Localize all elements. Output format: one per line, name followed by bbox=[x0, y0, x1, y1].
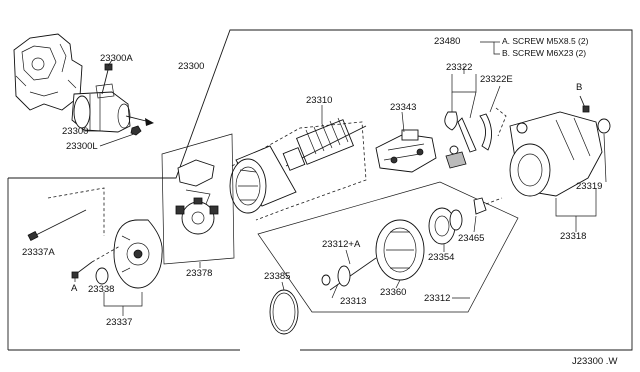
snap-ring-23465 bbox=[473, 197, 487, 215]
through-bolt-23337a bbox=[27, 209, 87, 242]
brush-holder-23378 bbox=[161, 133, 235, 265]
legend-item-a: A. SCREW M5X8.5 (2) bbox=[502, 36, 589, 46]
leader-23360 bbox=[395, 279, 401, 289]
screw-23300a bbox=[101, 63, 113, 95]
label-23312: 23312 bbox=[424, 293, 451, 304]
o-ring-23385 bbox=[269, 289, 299, 335]
lever-kit-23322 bbox=[444, 111, 492, 169]
pinion-shaft-23313 bbox=[321, 257, 377, 291]
leader-23300l bbox=[99, 133, 135, 147]
bolt-dash-outline bbox=[47, 187, 105, 236]
callout-b-right: B bbox=[576, 82, 583, 93]
label-23322e: 23322E bbox=[480, 74, 513, 85]
leader-23343 bbox=[401, 111, 405, 133]
label-23343: 23343 bbox=[390, 102, 417, 113]
diagram-id: J23300 .W bbox=[572, 356, 618, 367]
armature-23310 bbox=[282, 117, 367, 171]
clutch-23354 bbox=[428, 207, 463, 245]
pointer-arrow bbox=[125, 115, 154, 126]
screw-b-right bbox=[579, 95, 590, 113]
solenoid-23343 bbox=[375, 129, 437, 173]
label-23338: 23338 bbox=[88, 284, 115, 295]
label-23354: 23354 bbox=[428, 252, 455, 263]
engine-block-sketch bbox=[13, 33, 83, 111]
snap-ring-dash bbox=[485, 197, 503, 205]
label-23300a: 23300A bbox=[100, 53, 133, 64]
rear-cover-23337 bbox=[113, 219, 163, 289]
label-23322: 23322 bbox=[446, 62, 473, 73]
leader-23385 bbox=[281, 281, 285, 291]
label-23385: 23385 bbox=[264, 271, 291, 282]
armature-dash-outline bbox=[231, 121, 367, 221]
lever-dash bbox=[495, 107, 507, 137]
callout-a-left: A bbox=[71, 283, 78, 294]
gear-set-outline bbox=[257, 181, 519, 313]
label-23300-top: 23300 bbox=[178, 61, 205, 72]
leader-23312a bbox=[345, 249, 351, 265]
leader-23465 bbox=[473, 215, 477, 233]
leader-23300a bbox=[107, 59, 113, 67]
nut-23300l bbox=[130, 125, 142, 136]
label-23300l: 23300L bbox=[66, 141, 98, 152]
leader-legend bbox=[480, 41, 500, 55]
front-housing-23318 bbox=[509, 111, 603, 197]
yoke-field-frame bbox=[229, 145, 297, 214]
starter-assembly-small bbox=[71, 83, 131, 133]
label-23465: 23465 bbox=[458, 233, 485, 244]
gear-housing-23360 bbox=[375, 219, 425, 281]
leader-23322-b bbox=[469, 91, 477, 119]
bushing-23319 bbox=[597, 118, 611, 134]
cap-23338 bbox=[95, 267, 109, 285]
label-23337: 23337 bbox=[106, 317, 133, 328]
label-23313: 23313 bbox=[340, 296, 367, 307]
label-23337a: 23337A bbox=[22, 247, 55, 258]
label-23312a: 23312+A bbox=[322, 239, 361, 250]
label-23378: 23378 bbox=[186, 268, 213, 279]
leader-23313 bbox=[331, 283, 339, 299]
assembly-boundary-lines bbox=[7, 29, 633, 351]
label-23300-mid: 23300 bbox=[62, 126, 89, 137]
legend-item-b: B. SCREW M6X23 (2) bbox=[502, 48, 587, 58]
label-23319: 23319 bbox=[576, 181, 603, 192]
label-23318: 23318 bbox=[560, 231, 587, 242]
leader-23322e bbox=[489, 85, 501, 113]
label-23360: 23360 bbox=[380, 287, 407, 298]
leader-23319 bbox=[603, 133, 607, 183]
leader-23322-bracket bbox=[451, 74, 477, 93]
screw-a-left bbox=[71, 261, 93, 279]
label-part-23480: 23480 bbox=[434, 36, 461, 47]
label-23310: 23310 bbox=[306, 95, 333, 106]
